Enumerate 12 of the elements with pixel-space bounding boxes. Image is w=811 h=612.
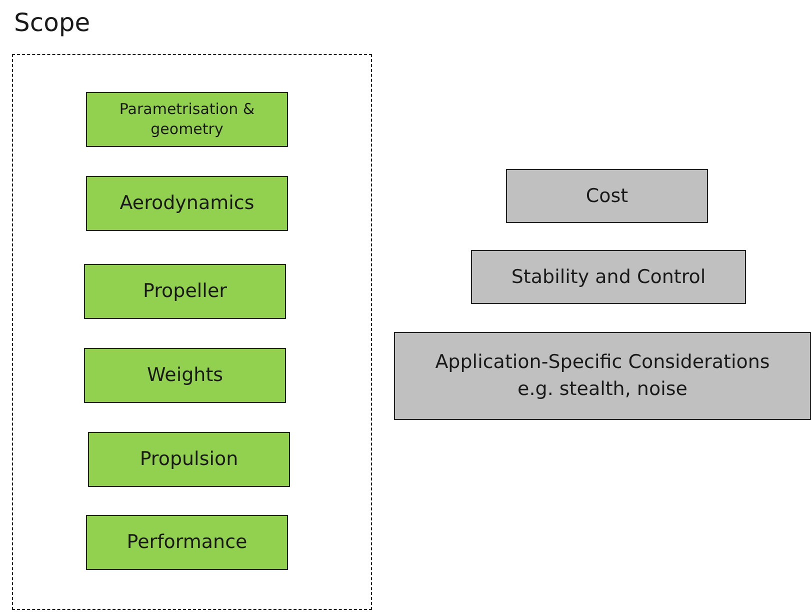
- process-box: Performance: [86, 515, 288, 570]
- process-box: Propeller: [84, 264, 286, 319]
- group-title: Scope: [14, 8, 90, 37]
- process-box: Aerodynamics: [86, 176, 288, 231]
- process-box: Weights: [84, 348, 286, 403]
- process-box: Propulsion: [88, 432, 290, 487]
- process-box: Parametrisation & geometry: [86, 92, 288, 147]
- box-text: e.g. stealth, noise: [518, 377, 688, 402]
- process-box: [394, 332, 811, 420]
- process-box: Cost: [506, 169, 708, 223]
- process-box: Stability and Control: [471, 250, 746, 304]
- box-text: Application-Specific Considerations: [435, 350, 770, 376]
